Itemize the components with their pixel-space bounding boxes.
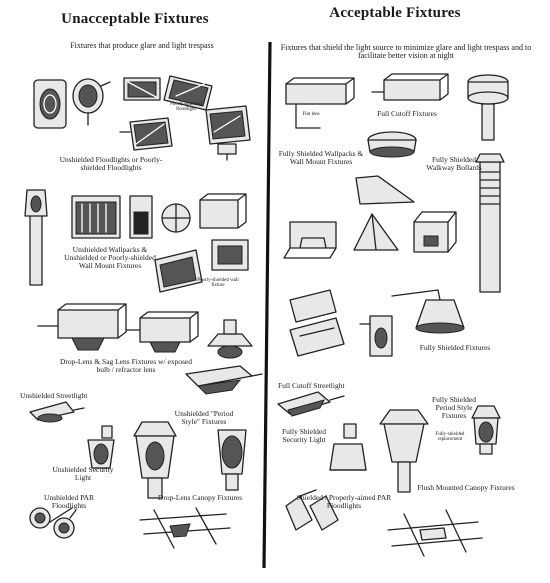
unshielded-droplens-group (37, 303, 263, 395)
caption-unshielded-floodlights: Unshielded Floodlights or Poorly-shielde… (59, 155, 163, 172)
caption-flush-canopy: Flush Mounted Canopy Fixtures (417, 483, 515, 492)
unshielded-lower-left-group (29, 401, 247, 549)
note-poorly-shielded-wall: Poorly-shielded wall fixture (197, 278, 239, 289)
caption-unshielded-streetlight: Unshielded Streetlight (20, 391, 88, 400)
unshielded-wallpack-group (24, 189, 249, 293)
caption-shielded-bollards: Fully Shielded Walkway Bollards (426, 155, 482, 172)
caption-fully-shielded: Fully Shielded Fixtures (419, 343, 491, 352)
caption-shielded-period: Fully Shielded Period Style Fixtures (432, 395, 476, 420)
shielded-wallpack-group (283, 153, 505, 293)
note-shielded-replacement: Fully-shielded replacement (435, 432, 465, 443)
caption-shielded-security: Fully Shielded Security Light (282, 427, 326, 444)
note-poorly-shielded-flood: Poorly-shielded floodlight (170, 102, 202, 113)
caption-shielded-wallpacks: Fully Shielded Wallpacks & Wall Mount Fi… (278, 149, 364, 166)
caption-full-cutoff-streetlight: Full Cutoff Streetlight (278, 381, 345, 390)
note-flat-lens: Flat lens (302, 112, 320, 117)
caption-droplens-canopy: Drop-Lens Canopy Fixtures (157, 493, 243, 502)
full-cutoff-group (285, 73, 509, 158)
caption-full-cutoff: Full Cutoff Fixtures (377, 109, 437, 118)
caption-unshielded-period: Unshielded "Period Style" Fixtures (174, 409, 234, 426)
center-divider (262, 41, 272, 569)
left-heading: Unacceptable Fixtures (61, 11, 209, 27)
fully-shielded-group (289, 289, 465, 357)
caption-unshielded-security: Unshielded Security Light (52, 465, 114, 482)
right-heading: Acceptable Fixtures (329, 5, 461, 21)
caption-unshielded-par: Unshielded PAR Floodlights (44, 493, 94, 510)
unshielded-floodlight-group (33, 75, 251, 161)
right-subheading: Fixtures that shield the light source to… (280, 43, 532, 61)
caption-droplens: Drop-Lens & Sag Lens Fixtures w/ exposed… (59, 357, 193, 374)
caption-shielded-par: Shielded / Properly-aimed PAR Floodlight… (296, 493, 392, 510)
caption-unshielded-wallpacks: Unshielded Wallpacks & Unshielded or Poo… (64, 245, 156, 270)
shielded-lower-right-group (277, 391, 501, 557)
left-subheading: Fixtures that produce glare and light tr… (70, 41, 214, 50)
